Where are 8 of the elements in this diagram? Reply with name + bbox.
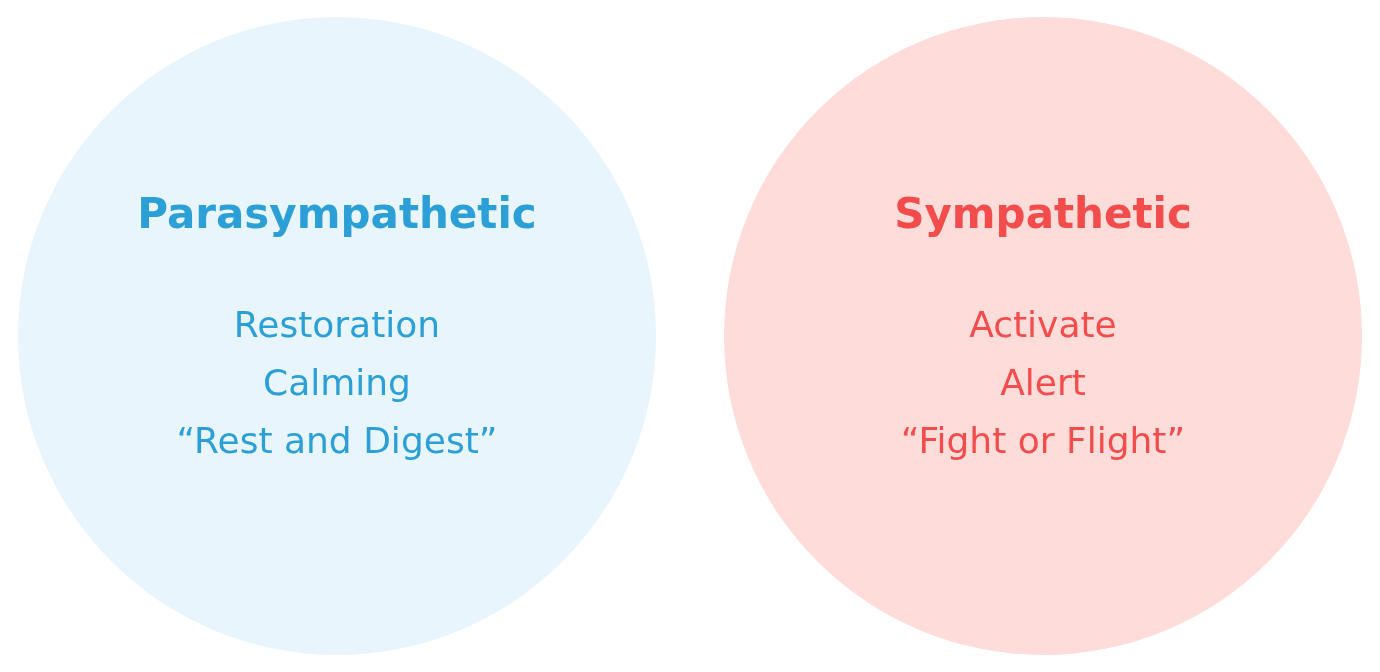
body-text: “Fight or Flight” [900, 419, 1186, 464]
body-text: Activate [969, 303, 1117, 348]
heading-text: Parasympathetic [137, 189, 537, 239]
heading-text: Sympathetic [894, 189, 1192, 239]
body-text: Restoration [233, 303, 441, 348]
body-text: Alert [1000, 361, 1086, 406]
body-text: “Rest and Digest” [176, 419, 498, 464]
body-text: Calming [263, 361, 411, 406]
